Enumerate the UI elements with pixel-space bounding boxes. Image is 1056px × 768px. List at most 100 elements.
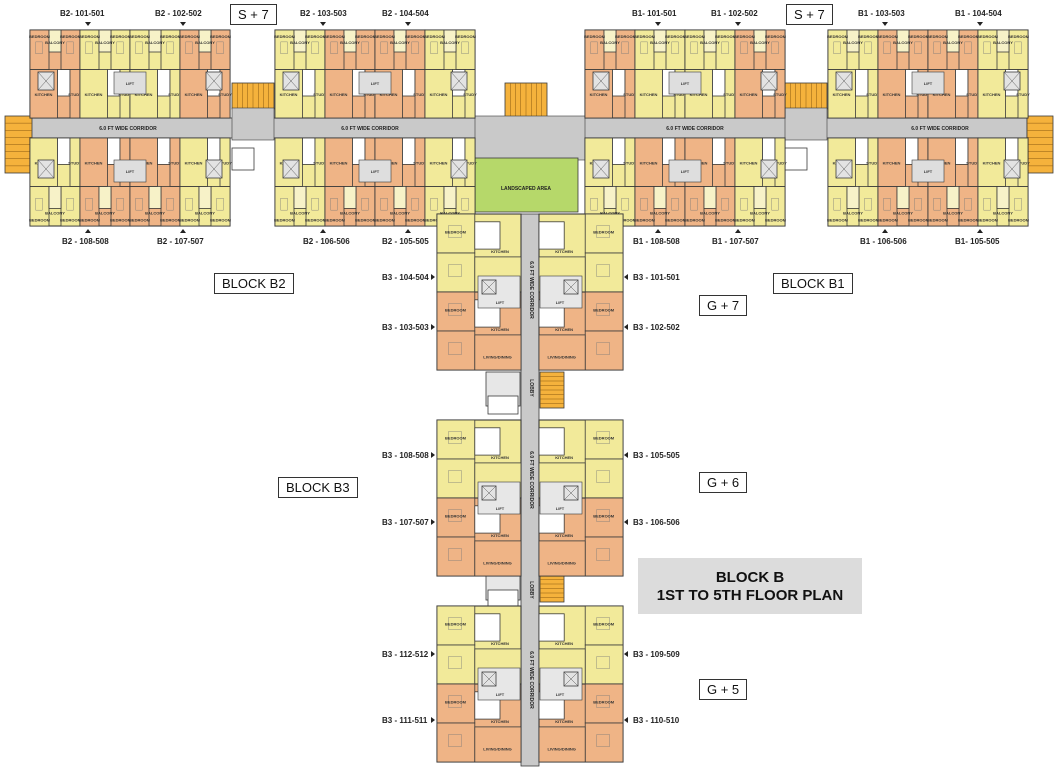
landscaped-label: LANDSCAPED AREA [501,186,551,192]
lift-cross [282,71,300,91]
room-label: STUDY [463,160,477,165]
room-label: BEDROOM [665,218,687,223]
balcony [753,185,767,209]
bed-icon [596,734,610,747]
room-label: BALCONY [390,40,410,45]
room-label: BEDROOM [374,218,396,223]
bed-icon [166,198,174,211]
room-label: BEDROOM [445,308,467,313]
living-dining [324,69,353,119]
room-label: BEDROOM [1008,218,1030,223]
room-label: BEDROOM [355,218,377,223]
unit-label: B1- 101-501 [632,9,677,18]
room-label: BEDROOM [877,34,899,39]
room-label: BEDROOM [445,622,467,627]
room-label: BEDROOM [908,218,930,223]
room-label: BEDROOM [305,218,327,223]
bedroom [584,536,624,577]
floor-tag-s7-left: S + 7 [230,4,277,25]
room-label: BALCONY [290,211,310,216]
balcony [198,29,212,53]
unit-label: B3 - 105-505 [633,451,680,460]
room-label: KITCHEN [185,160,203,165]
unit-label: B3 - 101-501 [633,273,680,282]
balcony [343,29,357,53]
balcony [653,29,667,53]
pointer-marker [180,22,186,26]
unit-label: B1 - 107-507 [712,237,759,246]
bed-icon [596,225,610,238]
bed-icon [411,198,419,211]
unit-label: B3 - 108-508 [382,451,429,460]
living-dining [324,137,353,187]
balcony [48,29,62,53]
room-label: KITCHEN [491,327,509,332]
room-label: KITCHEN [35,92,53,97]
room-label: BALCONY [700,211,720,216]
bed-icon [280,41,288,54]
room-label: STUDY [413,92,427,97]
room-label: BEDROOM [715,218,737,223]
bed-icon [461,41,469,54]
study [1017,69,1029,119]
room-label: BEDROOM [858,218,880,223]
room-label: LIFT [496,300,505,305]
study [219,69,231,119]
toilet [474,427,501,456]
room-label: BALCONY [95,40,115,45]
room-label: KITCHEN [555,249,573,254]
bedroom [436,458,476,499]
bedroom [436,419,476,460]
unit-label: B1 - 104-504 [955,9,1002,18]
room-label: BEDROOM [765,218,787,223]
room-label: BALCONY [943,211,963,216]
bed-icon [671,41,679,54]
room-label: KITCHEN [883,160,901,165]
lift-lobby [668,71,702,95]
living-dining [977,69,1006,119]
bed-icon [430,41,438,54]
living-dining [538,540,586,577]
living-dining [634,137,663,187]
room-label: LIVING/DINING [547,354,575,359]
pointer-marker [431,717,435,723]
room-label: BALCONY [600,40,620,45]
balcony [293,185,307,209]
room-label: BEDROOM [684,34,706,39]
bed-icon [964,41,972,54]
room-label: LIFT [496,692,505,697]
bed-icon [448,264,462,277]
room-label: LIFT [924,169,933,174]
corridor-label: 6.0 FT WIDE CORRIDOR [341,126,399,132]
bedroom [584,722,624,763]
room-label: KITCHEN [280,92,298,97]
room-label: BALCONY [893,211,913,216]
bed-icon [596,617,610,630]
corridor-label: 6.0 FT WIDE CORRIDOR [528,651,534,709]
plan-title-line2: 1ST TO 5TH FLOOR PLAN [656,587,844,604]
room-label: BALCONY [390,211,410,216]
room-label: LIFT [496,506,505,511]
room-label: STUDY [723,92,737,97]
pointer-marker [85,229,91,233]
balcony [98,29,112,53]
room-label: BEDROOM [684,218,706,223]
lift-cross [592,159,610,179]
room-label: LIFT [126,81,135,86]
living-dining [474,540,522,577]
toilet [538,427,565,456]
unit-label: B2 - 102-502 [155,9,202,18]
block-b2-label: BLOCK B2 [214,273,294,294]
room-label: BEDROOM [593,230,615,235]
bed-icon [914,41,922,54]
bed-icon [448,225,462,238]
bed-icon [833,41,841,54]
room-label: BEDROOM [110,34,132,39]
balcony [753,29,767,53]
bed-icon [430,198,438,211]
room-label: BEDROOM [827,34,849,39]
room-label: BEDROOM [424,218,446,223]
pointer-marker [180,229,186,233]
unit-label: B3 - 102-502 [633,323,680,332]
pointer-marker [405,229,411,233]
